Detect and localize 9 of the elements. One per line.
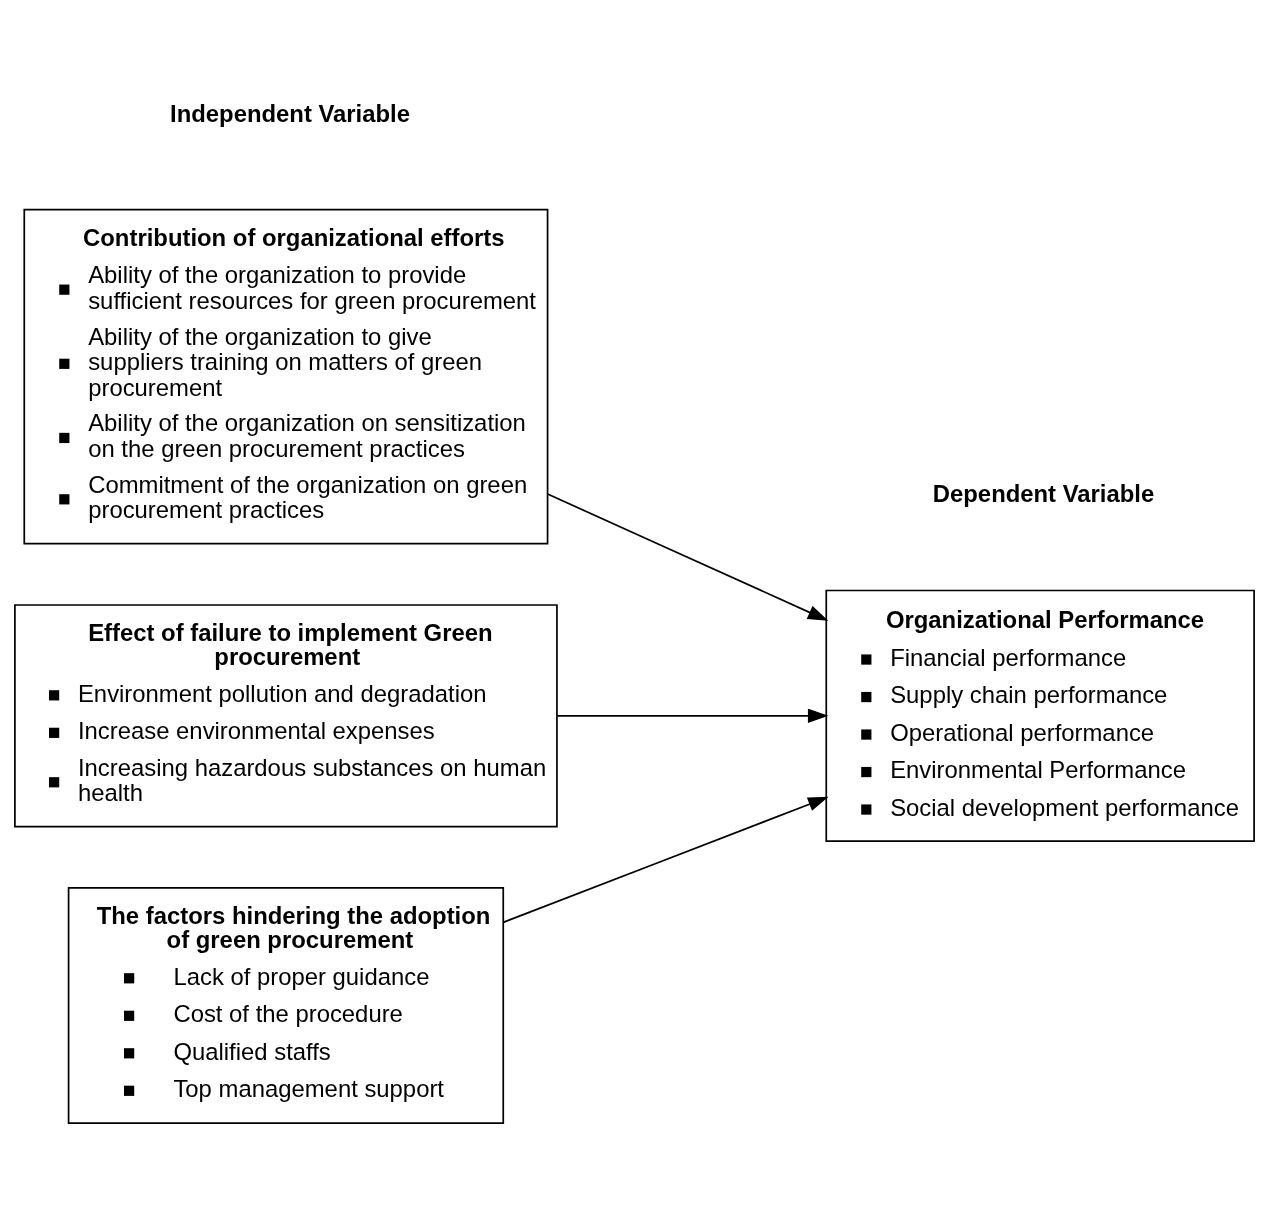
label: Independent Variable	[170, 99, 410, 127]
node-box: Effect of failure to implement Green procurement Environment pollution and degradation Increase environmental expenses Increasing hazardous substances on human health	[14, 603, 558, 827]
arrow	[556, 708, 829, 723]
node-box: Organizational Performance Financial performance Supply chain performance Operational performance Environmental Performance Social development performance	[825, 589, 1255, 842]
label: Dependent Variable	[932, 479, 1155, 507]
arrow	[546, 492, 829, 621]
node-box: Contribution of organizational efforts Ability of the organization to provide sufficient resources for green procurement Ability of the organization to give suppliers training on matters of green procurement Ability of the organization on sensitization on the green procurement practices Commitment of the organization on green procurement practices	[23, 208, 549, 544]
arrow	[502, 796, 829, 923]
node-box: The factors hindering the adoption of green procurement Lack of proper guidance Cost of the procedure Qualified staffs Top management support	[67, 886, 505, 1124]
